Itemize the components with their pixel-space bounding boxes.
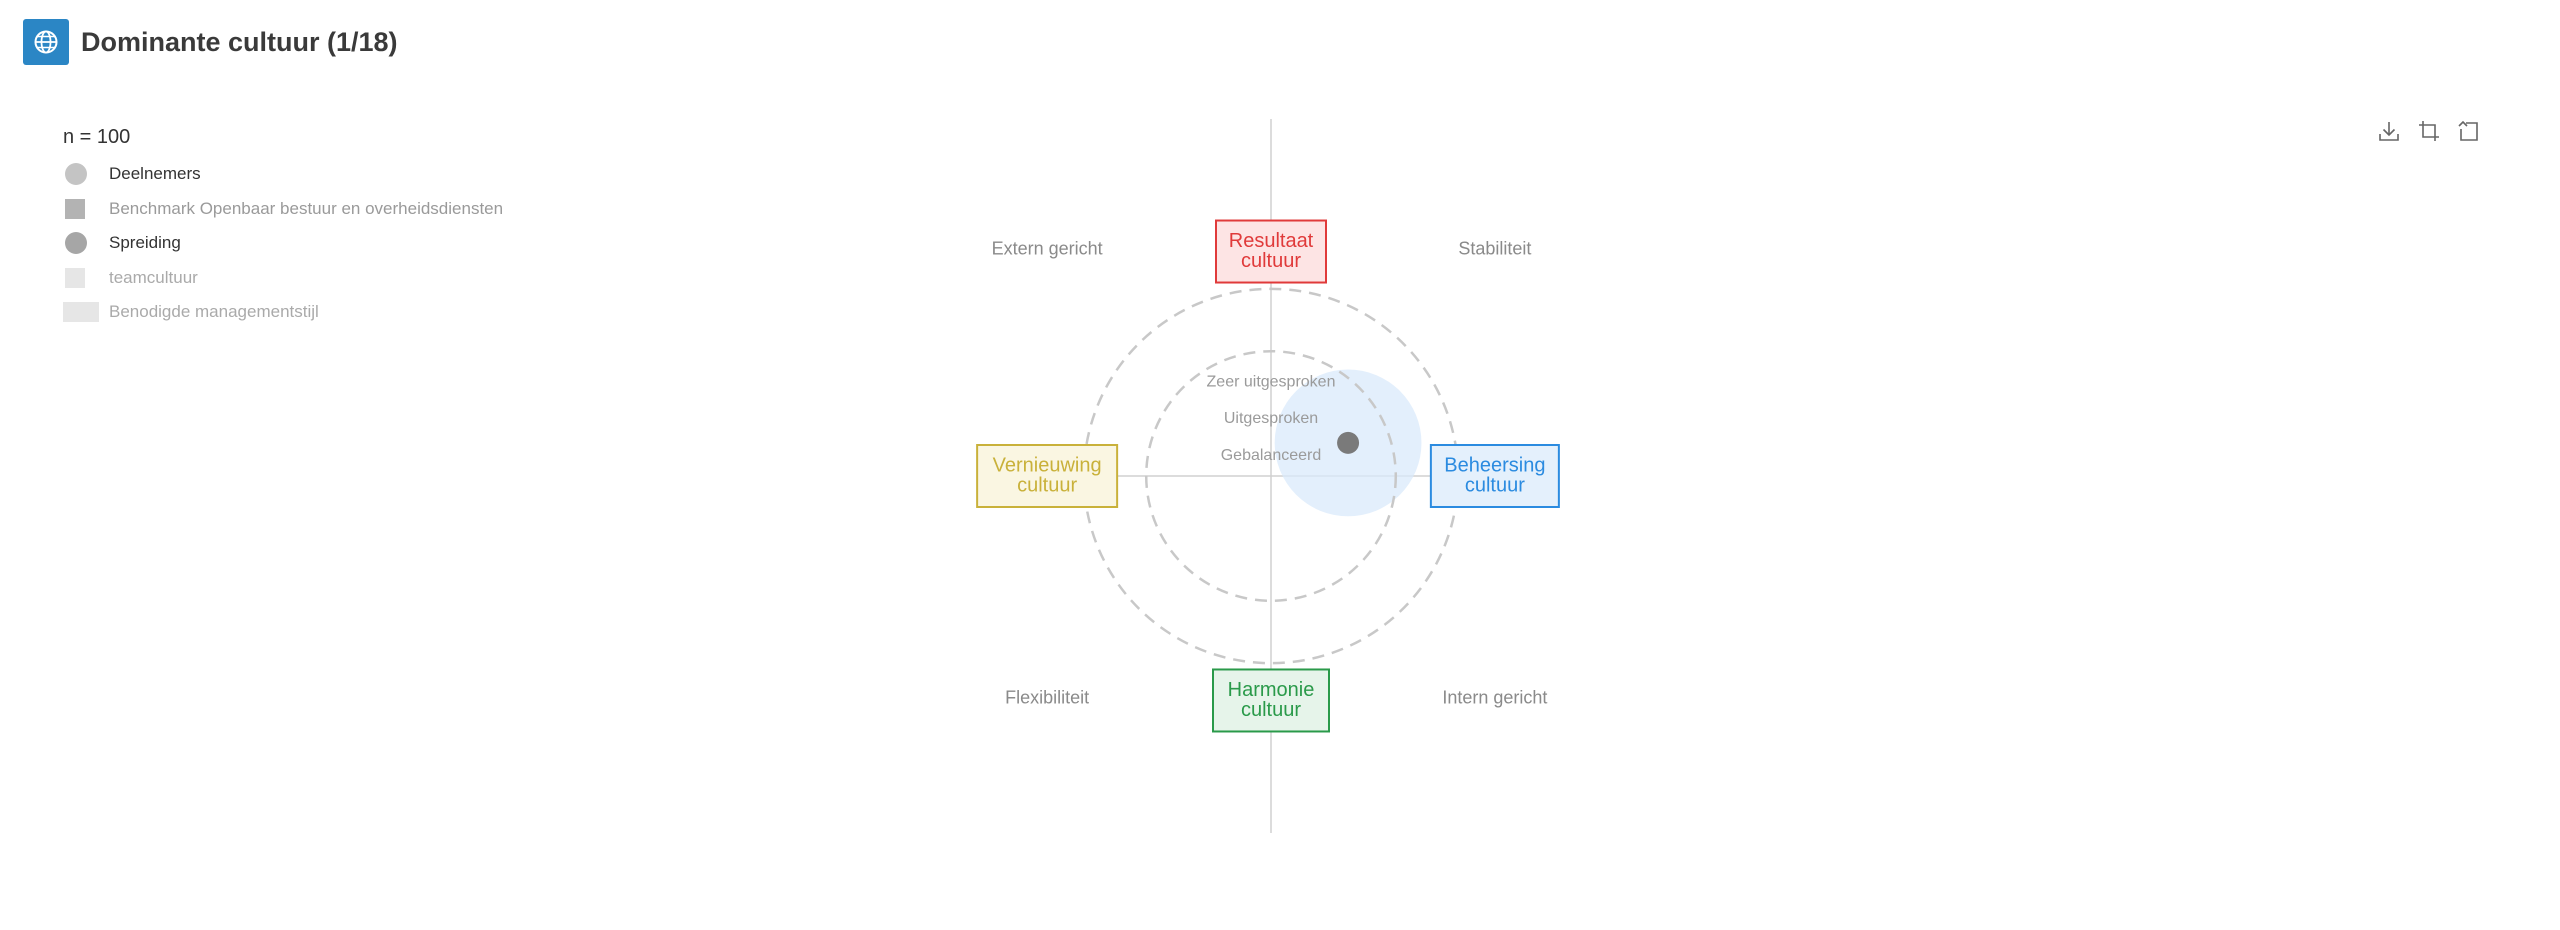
legend-circle-marker [65,232,87,255]
legend-wide-marker [63,302,99,323]
corner-label-bottom-right: Intern gericht [1442,687,1547,707]
reset-icon[interactable] [2456,118,2482,144]
quadrant-box-label: cultuur [1465,474,1525,496]
quadrant-box-frame [1429,444,1560,508]
corner-label-top-right: Stabiliteit [1458,238,1531,258]
legend-item[interactable]: Benodigde managementstijl [63,295,503,330]
legend-item[interactable]: teamcultuur [63,261,503,296]
quadrant-box-label: Harmonie [1228,679,1315,701]
quadrant-box-frame [976,444,1119,508]
header: Dominante cultuur (1/18) [23,18,398,66]
legend-label: teamcultuur [109,267,198,287]
download-icon[interactable] [2376,118,2402,144]
legend-sample-size: n = 100 [63,126,131,148]
ring-2 [1144,349,1398,603]
quadrant-box-label: cultuur [1017,474,1077,496]
globe-icon [23,19,69,65]
page-title: Dominante cultuur (1/18) [81,26,398,57]
chart-toolbar [2376,118,2482,144]
legend-circle-marker [65,163,87,186]
quadrant-box-frame [1215,219,1327,284]
legend-label: Spreiding [109,233,181,253]
legend-label: Benodigde managementstijl [109,302,319,322]
ring-label: Gebalanceerd [1221,447,1322,464]
quadrant-box-label: Resultaat [1229,230,1314,252]
quadrant-box-frame [1212,668,1330,733]
legend-item[interactable]: Deelnemers [63,157,503,192]
legend-square-marker [65,267,85,288]
legend-item[interactable]: Spreiding [63,226,503,261]
quadrant-box-label: Beheersing [1444,454,1545,476]
corner-label-top-left: Extern gericht [992,238,1103,258]
quadrant-box-label: Vernieuwing [993,454,1102,476]
ring-label: Uitgesproken [1224,410,1318,427]
legend-label: Deelnemers [109,164,201,184]
quadrant-box-label: cultuur [1241,250,1301,272]
legend-label: Benchmark Openbaar bestuur en overheidsd… [109,198,504,218]
quadrant-box-label: cultuur [1241,699,1301,721]
data-point-deelnemers [1337,431,1360,454]
legend-square-marker [65,198,85,219]
crop-icon[interactable] [2416,118,2442,144]
corner-label-bottom-left: Flexibiliteit [1005,687,1089,707]
legend-item[interactable]: Benchmark Openbaar bestuur en overheidsd… [63,192,503,227]
ring-label: Zeer uitgesproken [1207,373,1336,390]
